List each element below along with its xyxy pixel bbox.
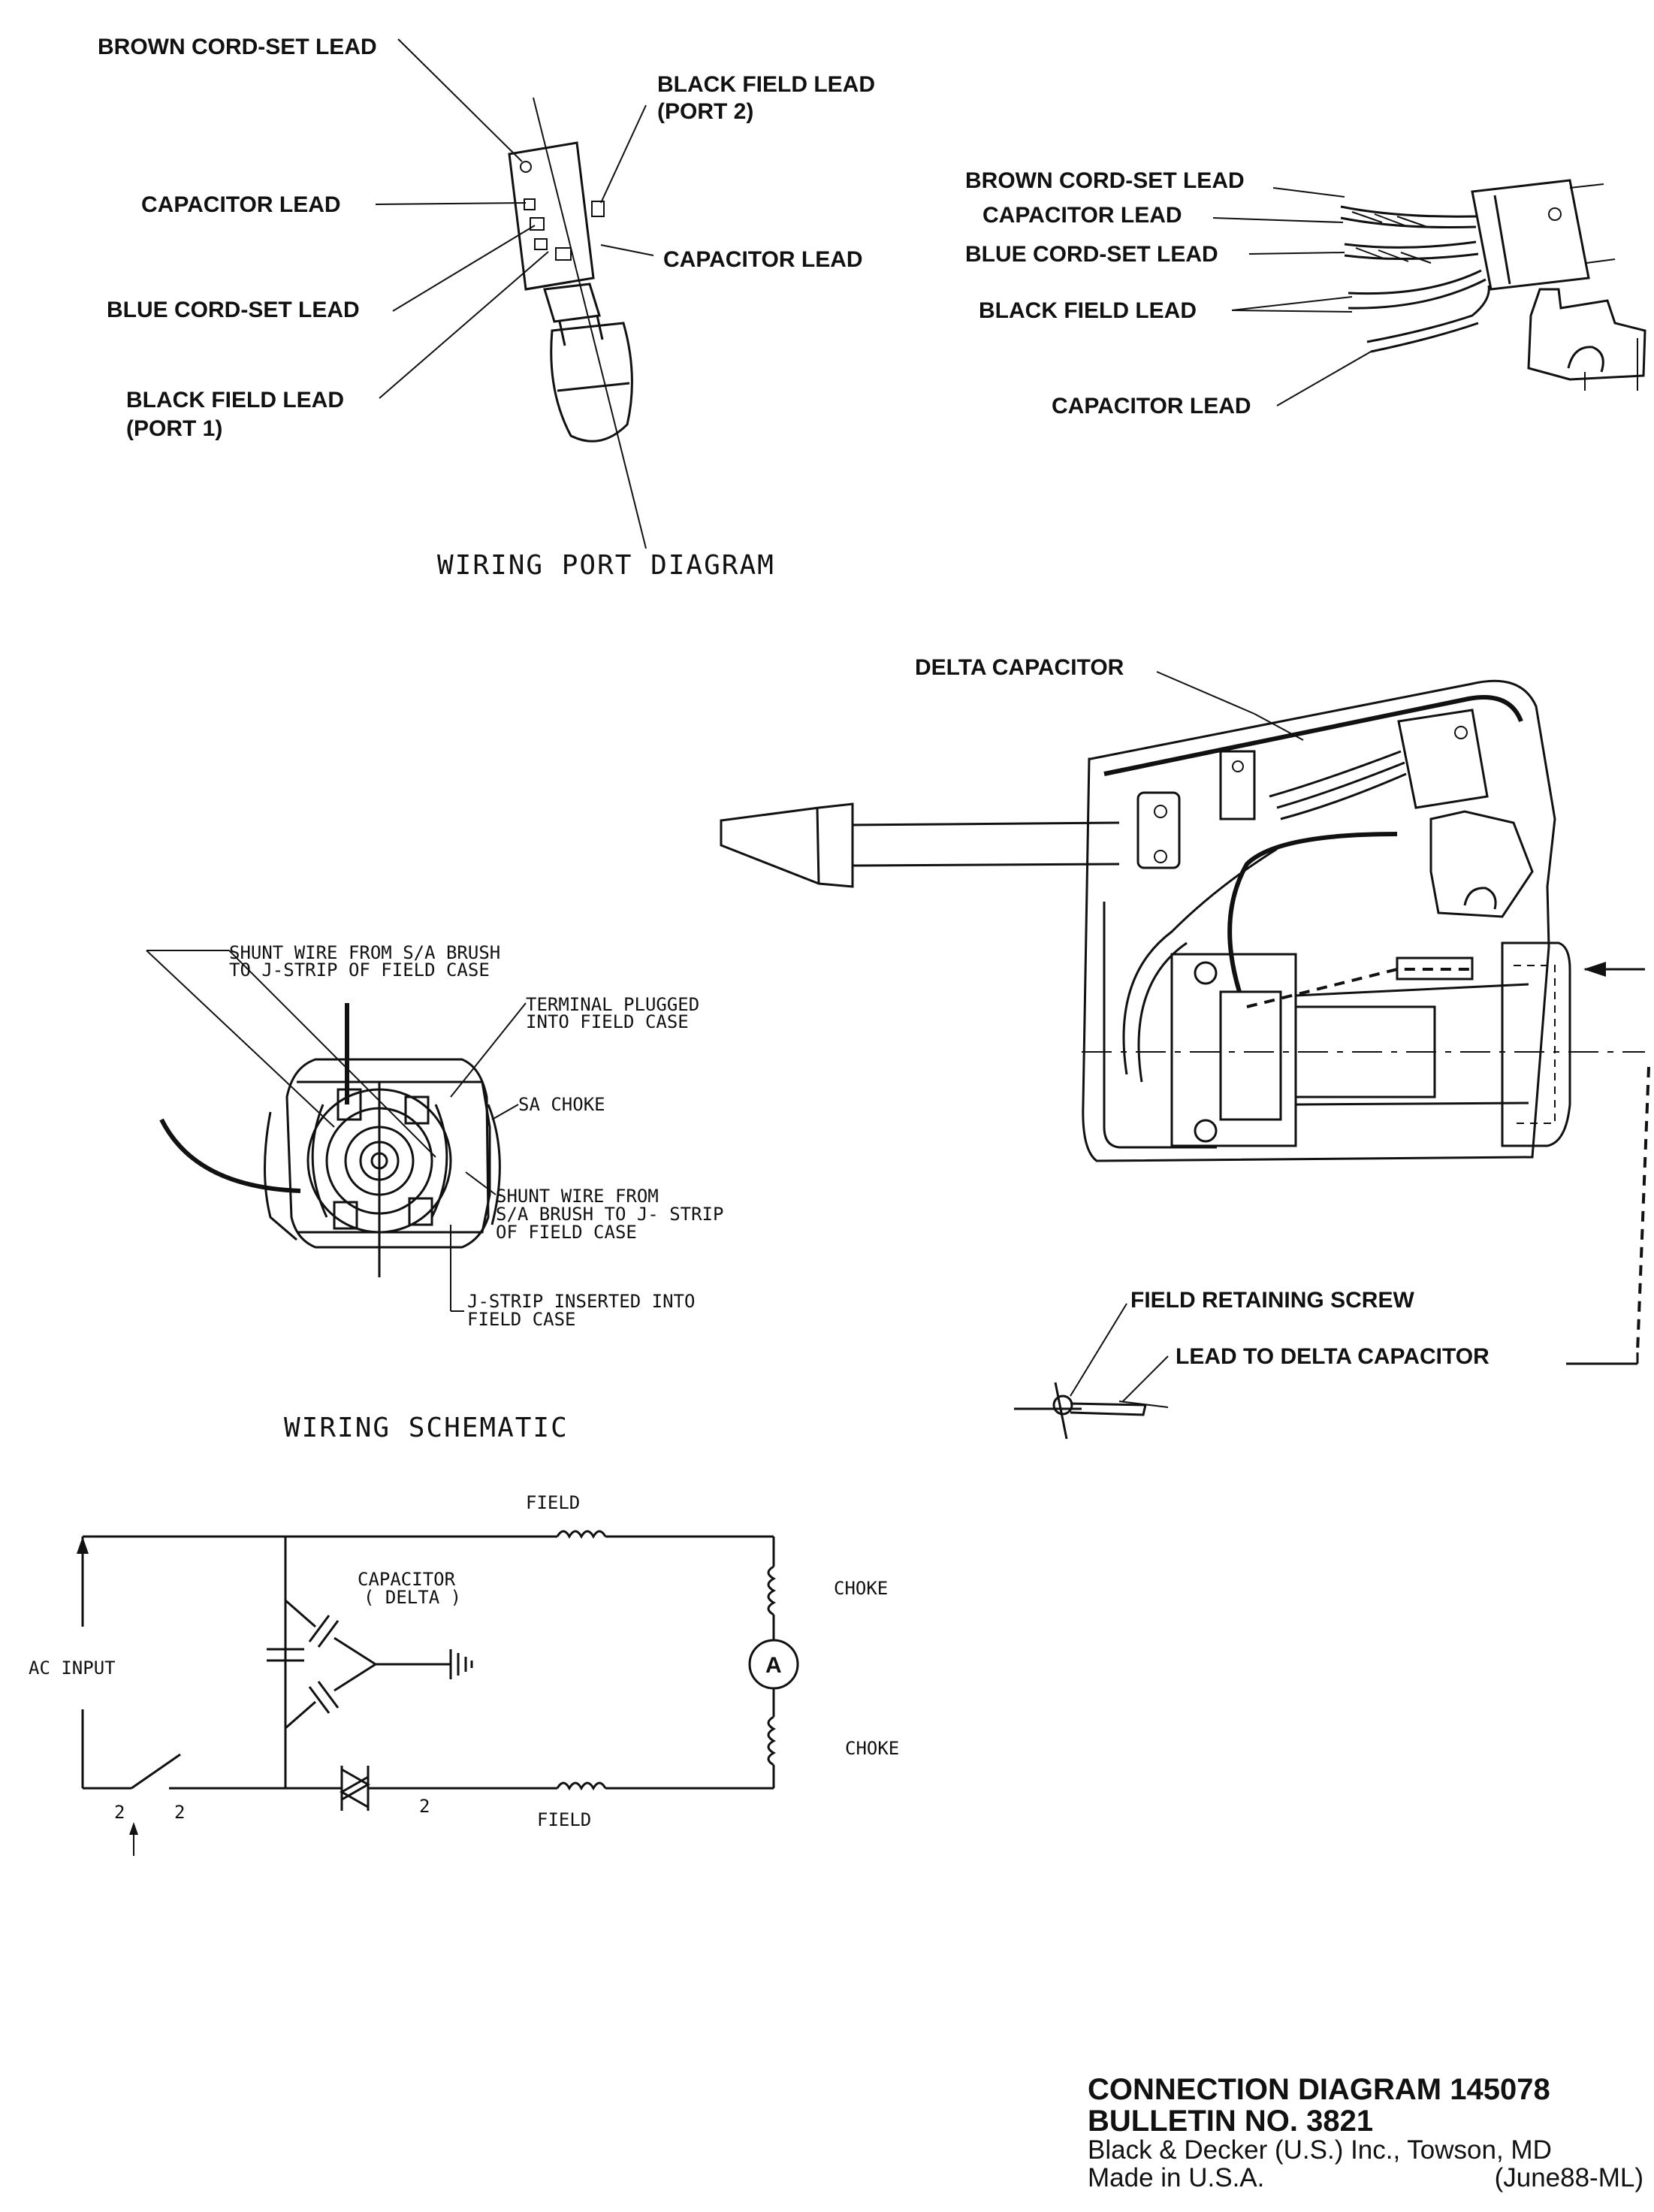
label-shunt-wire-right-3: OF FIELD CASE xyxy=(496,1222,637,1243)
label-ac-input: AC INPUT xyxy=(29,1657,116,1679)
label-side-black-field-lead: BLACK FIELD LEAD xyxy=(979,298,1197,323)
label-capacitor-delta: ( DELTA ) xyxy=(364,1587,461,1608)
label-jstrip-inserted-1: J-STRIP INSERTED INTO xyxy=(467,1291,695,1312)
wiring-port-diagram: BROWN CORD-SET LEAD BLACK FIELD LEAD (PO… xyxy=(98,35,875,581)
label-capacitor-lead-left: CAPACITOR LEAD xyxy=(141,192,341,217)
label-black-field-lead-port2: BLACK FIELD LEAD xyxy=(657,72,875,97)
label-port2: (PORT 2) xyxy=(657,99,753,124)
label-side-brown-cordset-lead: BROWN CORD-SET LEAD xyxy=(965,168,1245,193)
label-choke-bottom: CHOKE xyxy=(845,1738,899,1759)
motor-label: A xyxy=(765,1653,782,1678)
switch-block-drawing xyxy=(1471,179,1590,291)
field-case-end-drawing xyxy=(285,1058,490,1249)
wiring-schematic-title: WIRING SCHEMATIC xyxy=(284,1413,569,1443)
footer-block: CONNECTION DIAGRAM 145078 BULLETIN NO. 3… xyxy=(1088,2074,1643,2192)
label-triac-terminal: 2 xyxy=(419,1796,430,1817)
label-field-bottom: FIELD xyxy=(537,1809,591,1830)
housing-outline-drawing xyxy=(1082,679,1556,1162)
choke-top-coil xyxy=(767,1565,777,1616)
housing-view: DELTA CAPACITOR FIELD RETAINING SCREW LE… xyxy=(720,655,1650,1440)
label-shunt-wire-top-2: TO J-STRIP OF FIELD CASE xyxy=(229,959,490,981)
label-switch-terminal-left: 2 xyxy=(114,1802,125,1823)
label-capacitor-lead-right: CAPACITOR LEAD xyxy=(663,247,863,272)
label-black-field-lead-port1: BLACK FIELD LEAD xyxy=(126,388,344,412)
field-coil-bottom xyxy=(556,1781,607,1791)
footer-bulletin: BULLETIN NO. 3821 xyxy=(1088,2105,1374,2138)
label-field-top: FIELD xyxy=(526,1492,580,1513)
label-delta-capacitor: DELTA CAPACITOR xyxy=(915,655,1124,680)
label-terminal-plugged-2: INTO FIELD CASE xyxy=(526,1011,689,1032)
retaining-screw-drawing xyxy=(1052,1395,1073,1416)
footer-date-code: (June88-ML) xyxy=(1494,2162,1643,2192)
triac-symbol xyxy=(340,1767,371,1802)
switch-side-view: BROWN CORD-SET LEAD CAPACITOR LEAD BLUE … xyxy=(965,168,1646,419)
label-switch-terminal-right: 2 xyxy=(174,1802,185,1823)
label-sa-choke: SA CHOKE xyxy=(518,1094,605,1115)
switch-plunger-drawing xyxy=(550,322,633,443)
footer-company: Black & Decker (U.S.) Inc., Towson, MD xyxy=(1088,2135,1643,2165)
label-lead-to-delta-capacitor: LEAD TO DELTA CAPACITOR xyxy=(1176,1344,1490,1369)
wiring-schematic: WIRING SCHEMATIC A xyxy=(29,1413,899,1856)
power-cord-drawing xyxy=(720,802,854,888)
choke-bottom-coil xyxy=(767,1715,777,1766)
label-side-capacitor-lead-top: CAPACITOR LEAD xyxy=(982,203,1182,228)
label-side-capacitor-lead-bottom: CAPACITOR LEAD xyxy=(1052,394,1251,419)
label-terminal-plugged-1: TERMINAL PLUGGED xyxy=(526,994,699,1015)
label-blue-cordset-lead: BLUE CORD-SET LEAD xyxy=(107,298,360,322)
label-side-blue-cordset-lead: BLUE CORD-SET LEAD xyxy=(965,242,1218,267)
label-jstrip-inserted-2: FIELD CASE xyxy=(467,1309,576,1330)
switch-body-drawing xyxy=(508,141,595,291)
field-case-drawing xyxy=(1170,953,1297,1147)
label-shunt-wire-right-2: S/A BRUSH TO J- STRIP xyxy=(496,1204,723,1225)
footer-made-in-usa: Made in U.S.A. xyxy=(1088,2162,1265,2192)
field-coil-top xyxy=(556,1530,607,1540)
wiring-port-diagram-title: WIRING PORT DIAGRAM xyxy=(437,550,775,581)
trigger-drawing xyxy=(1527,288,1646,381)
label-field-retaining-screw: FIELD RETAINING SCREW xyxy=(1130,1288,1414,1313)
footer-company-text: Black & Decker (U.S.) Inc., Towson, MD xyxy=(1088,2135,1552,2165)
label-brown-cordset-lead: BROWN CORD-SET LEAD xyxy=(98,35,377,59)
label-choke-top: CHOKE xyxy=(834,1578,888,1599)
label-port1: (PORT 1) xyxy=(126,416,222,441)
input-switch-symbol xyxy=(131,1753,181,1790)
footer-made-in: Made in U.S.A. (June88-ML) xyxy=(1088,2162,1643,2192)
label-capacitor: CAPACITOR xyxy=(358,1569,456,1590)
motor-end-view: SHUNT WIRE FROM S/A BRUSH TO J-STRIP OF … xyxy=(146,942,723,1330)
label-shunt-wire-right-1: SHUNT WIRE FROM xyxy=(496,1186,659,1207)
footer-connection-diagram: CONNECTION DIAGRAM 145078 xyxy=(1088,2073,1550,2106)
label-shunt-wire-top-1: SHUNT WIRE FROM S/A BRUSH xyxy=(229,942,500,963)
